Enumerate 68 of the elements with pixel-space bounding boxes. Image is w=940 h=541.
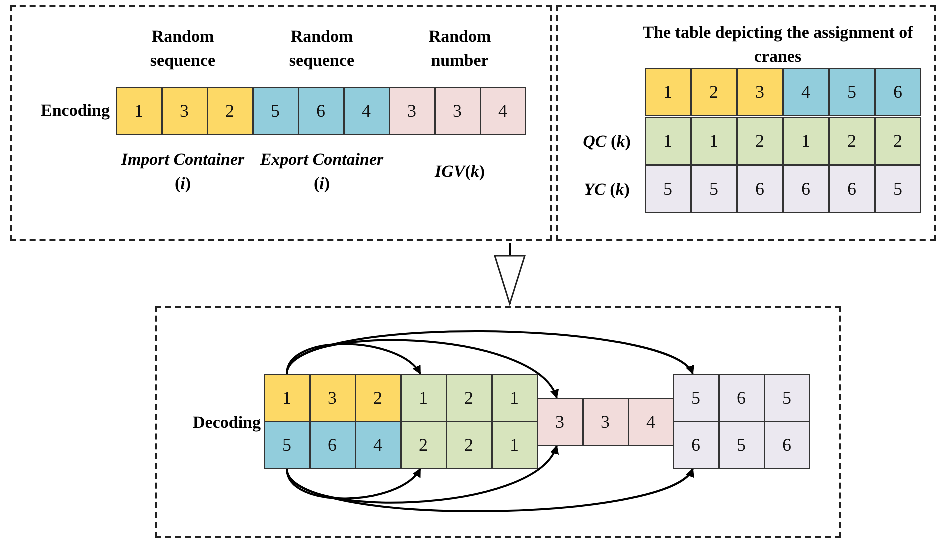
table-cell: 1 [645,117,691,165]
array-cell: 4 [344,87,390,135]
table-cell: 6 [783,165,829,213]
dashed-panel [155,306,841,538]
array-cell: 4 [355,421,401,469]
curved-arrow [286,468,694,512]
row-label: Export Container (i) [259,149,385,195]
array-cell: 3 [389,87,435,135]
row-label: IGV(k) [434,161,486,183]
row-label: Import Container (i) [120,149,246,195]
row-label: YC (k) [583,179,631,201]
table-cell: 5 [645,165,691,213]
array-cell: 1 [400,374,446,422]
table-cell: 5 [829,68,875,116]
table-cell: 5 [875,165,921,213]
array-cell: 1 [492,421,538,469]
array-cell: 1 [264,374,310,422]
array-cell: 6 [673,421,719,469]
row-label: Encoding [40,100,110,122]
array-cell: 1 [492,374,538,422]
curved-arrow [286,330,694,375]
array-cell: 3 [310,374,356,422]
row-label: Random sequence [149,26,217,72]
array-cell: 5 [264,421,310,469]
row-label: Decoding [192,412,261,434]
array-cell: 6 [764,421,810,469]
table-cell: 1 [691,117,737,165]
table-cell: 3 [737,68,783,116]
table-cell: 2 [691,68,737,116]
table-cell: 1 [645,68,691,116]
array-cell: 3 [162,87,208,135]
array-cell: 6 [718,374,764,422]
array-cell: 3 [537,398,583,446]
array-cell: 5 [764,374,810,422]
array-cell: 5 [718,421,764,469]
table-cell: 6 [737,165,783,213]
table-cell: 2 [829,117,875,165]
row-label: Random number [428,26,492,72]
curved-arrow [286,339,558,399]
array-cell: 2 [355,374,401,422]
table-cell: 6 [829,165,875,213]
array-cell: 2 [446,421,492,469]
table-cell: 5 [691,165,737,213]
row-label: Random sequence [288,26,356,72]
table-cell: 6 [875,68,921,116]
table-cell: 1 [783,117,829,165]
array-cell: 3 [434,87,480,135]
array-cell: 6 [310,421,356,469]
curved-arrow [286,445,558,504]
array-cell: 2 [207,87,253,135]
table-cell: 2 [737,117,783,165]
array-cell: 5 [252,87,298,135]
dashed-panel [10,5,552,241]
array-cell: 3 [582,398,628,446]
array-cell: 2 [400,421,446,469]
block-arrow [494,243,526,305]
array-cell: 4 [628,398,674,446]
table-cell: 2 [875,117,921,165]
array-cell: 4 [480,87,526,135]
table-cell: 4 [783,68,829,116]
row-label: QC (k) [582,131,632,153]
curved-arrow [286,343,422,375]
array-cell: 6 [298,87,344,135]
curved-arrow [286,468,422,500]
array-cell: 5 [673,374,719,422]
array-cell: 1 [116,87,162,135]
array-cell: 2 [446,374,492,422]
table-title: The table depicting the assignment of cranes [642,22,914,68]
